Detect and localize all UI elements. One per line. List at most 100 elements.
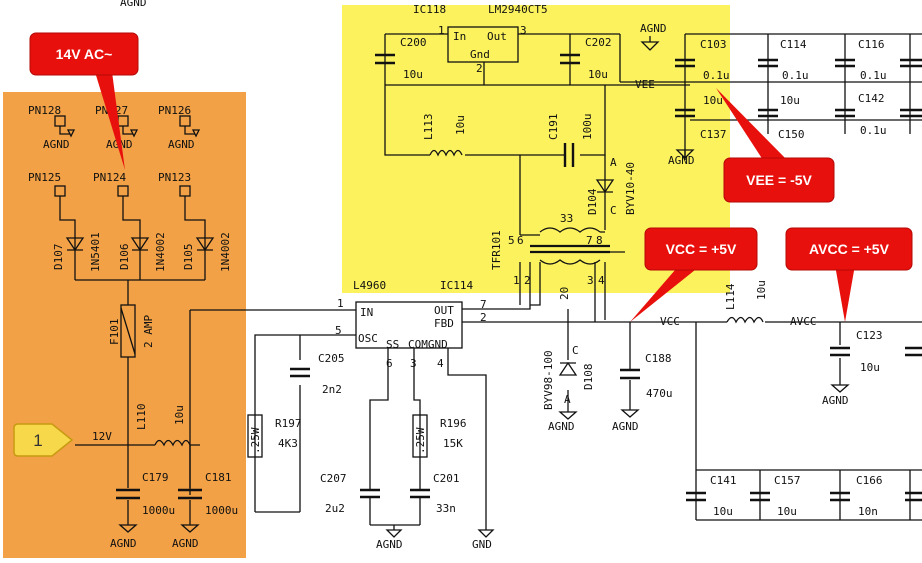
- d105-part: 1N4002: [219, 232, 232, 272]
- avcc-callout: [785, 227, 913, 271]
- d106-ref: D106: [118, 244, 131, 271]
- agnd-label-d108: AGND: [548, 420, 575, 433]
- c123-value: 10u: [860, 361, 880, 374]
- ic114-part: L4960: [353, 279, 386, 292]
- r197-value: 4K3: [278, 437, 298, 450]
- ic114-pin6: 6: [386, 357, 393, 370]
- ic118-out-pin: Out: [487, 30, 507, 43]
- agnd-symbol-ss: [385, 525, 403, 538]
- l110-wires: [75, 380, 200, 446]
- vee-rail: [684, 33, 922, 160]
- c191-symbol: [563, 143, 575, 167]
- c191-ref: C191: [547, 114, 560, 141]
- l113-loop-wires: [384, 85, 606, 235]
- agnd-symbol-c137: [675, 149, 695, 160]
- pn124-label: PN124: [93, 171, 126, 184]
- c116-symbol: [835, 58, 855, 68]
- r197-symbol: [247, 414, 263, 458]
- tfr-pin1: 1: [513, 274, 520, 287]
- step-marker: [13, 423, 74, 457]
- c116-value: 0.1u: [860, 69, 887, 82]
- ic118-ref: IC118: [413, 3, 446, 16]
- c114-ref: C114: [780, 38, 807, 51]
- tfr101-ref: TFR101: [490, 230, 503, 270]
- c141-symbol: [686, 491, 706, 502]
- c123-symbol: [830, 346, 850, 357]
- agnd-symbol-d108: [558, 411, 578, 420]
- c150-ref: C150: [778, 128, 805, 141]
- step-marker-number: 1: [33, 431, 42, 450]
- ic114-ref: IC114: [440, 279, 473, 292]
- pn126-agnd: AGND: [168, 138, 195, 151]
- c205-value: 2n2: [322, 383, 342, 396]
- c200-ref: C200: [400, 36, 427, 49]
- ic114-out-pin: OUT: [434, 304, 454, 317]
- c123-ref: C123: [856, 329, 883, 342]
- tfr-pin5: 5: [508, 234, 515, 247]
- c201-value: 33n: [436, 502, 456, 515]
- d107-symbol: [65, 237, 85, 252]
- d108-part: BYV98-100: [542, 350, 555, 410]
- tfr101-core: [530, 244, 610, 254]
- d107-part: 1N5401: [89, 232, 102, 272]
- l114-value: 10u: [755, 280, 768, 300]
- c166-symbol: [830, 491, 850, 502]
- vee-net-label: VEE: [635, 78, 655, 91]
- l113-coil: [429, 149, 463, 157]
- vcc-net-label: VCC: [660, 315, 680, 328]
- agnd-label-c137: AGND: [668, 154, 695, 167]
- c103-symbol: [675, 58, 695, 68]
- ic114-in-pin: IN: [360, 306, 373, 319]
- agnd-symbol-c123: [830, 384, 850, 393]
- ic114-wires: [189, 305, 605, 525]
- agnd-label-c123: AGND: [822, 394, 849, 407]
- pn123-label: PN123: [158, 171, 191, 184]
- c157-ref: C157: [774, 474, 801, 487]
- d105-ref: D105: [182, 244, 195, 271]
- c179-ref: C179: [142, 471, 169, 484]
- l110-value: 10u: [173, 405, 186, 425]
- vee-callout-pointer: [716, 88, 790, 163]
- ic118-pin2: 2: [476, 62, 483, 75]
- tfr-pin7: 7: [586, 234, 593, 247]
- c137-ref: C137: [700, 128, 727, 141]
- top-connector-leads: [59, 126, 195, 135]
- c201-ref: C201: [433, 472, 460, 485]
- c188-symbol: [620, 368, 640, 380]
- c202-ref: C202: [585, 36, 612, 49]
- tfr-pin4: 4: [598, 274, 605, 287]
- d107-ref: D107: [52, 244, 65, 271]
- bottom-edge-cap: [905, 491, 922, 502]
- d106-part: 1N4002: [154, 232, 167, 272]
- c181-value: 1000u: [205, 504, 238, 517]
- ac-callout-text: 14V AC~: [56, 46, 113, 62]
- c207-ref: C207: [320, 472, 347, 485]
- c202-symbol: [560, 53, 580, 65]
- ic114-ss-pin: SS: [386, 338, 399, 351]
- c157-value: 10u: [777, 505, 797, 518]
- tfr101-turns: 33: [560, 212, 573, 225]
- d104-symbol: [595, 179, 615, 194]
- ic114-pin1: 1: [337, 297, 344, 310]
- agnd-label-top: AGND: [120, 0, 147, 9]
- ic118-gnd-pin: Gnd: [470, 48, 490, 61]
- c116-ref: C116: [858, 38, 885, 51]
- l113-ref: L113: [422, 114, 435, 141]
- ac-input-highlight: [3, 92, 246, 558]
- tfr-pin6: 6: [517, 234, 524, 247]
- c157-symbol: [750, 491, 770, 502]
- f101-ref: F101: [108, 319, 121, 346]
- tfr-pin2: 2: [524, 274, 531, 287]
- v12-net-label: 12V: [92, 430, 112, 443]
- ac-callout-pointer: [95, 72, 125, 170]
- c166-ref: C166: [856, 474, 883, 487]
- d104-ref: D104: [586, 188, 599, 215]
- c181-ref: C181: [205, 471, 232, 484]
- ic114-pin4: 4: [437, 357, 444, 370]
- d105-symbol: [195, 237, 215, 252]
- avcc-callout-pointer: [835, 265, 855, 322]
- ic114-comgnd-pin: COMGND: [408, 338, 448, 351]
- f101-wires: [120, 300, 136, 380]
- agnd-label-c179: AGND: [110, 537, 137, 550]
